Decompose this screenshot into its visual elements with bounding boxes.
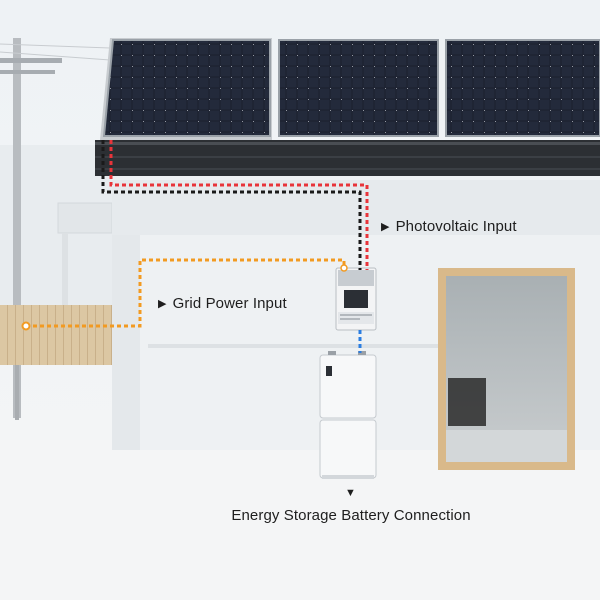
photovoltaic-input-label: ▶ Photovoltaic Input xyxy=(381,218,517,235)
battery-display xyxy=(326,366,332,376)
wooden-fence xyxy=(0,305,112,365)
fence-post xyxy=(15,365,19,420)
inverter-grid-point xyxy=(340,264,348,272)
roof xyxy=(95,140,600,176)
inverter-display xyxy=(344,290,368,308)
pv-line xyxy=(109,140,369,270)
solar-panels xyxy=(100,38,600,140)
solar-panel-1 xyxy=(102,39,271,137)
down-arrow-marker: ▼ xyxy=(345,487,356,499)
wall-pipe xyxy=(148,344,438,348)
right-arrow-marker: ▶ xyxy=(158,298,167,310)
house-corner xyxy=(112,235,140,450)
energy-storage-battery xyxy=(319,351,377,479)
connection-lines xyxy=(26,140,369,353)
house-upper-wall xyxy=(112,180,600,235)
grid-connection-point xyxy=(21,321,31,331)
grid-power-input-label: ▶ Grid Power Input xyxy=(158,295,287,312)
grid-line xyxy=(26,258,346,328)
energy-storage-battery-connection-label: Energy Storage Battery Connection xyxy=(231,507,471,524)
right-arrow-marker: ▶ xyxy=(381,221,390,233)
solar-panel-3 xyxy=(445,39,600,137)
solar-panel-2 xyxy=(278,39,439,137)
grid-power-input-text: Grid Power Input xyxy=(172,295,287,312)
hybrid-inverter xyxy=(335,267,377,331)
photovoltaic-input-text: Photovoltaic Input xyxy=(395,218,517,235)
glass-door xyxy=(438,268,575,470)
utility-pole xyxy=(0,38,111,418)
